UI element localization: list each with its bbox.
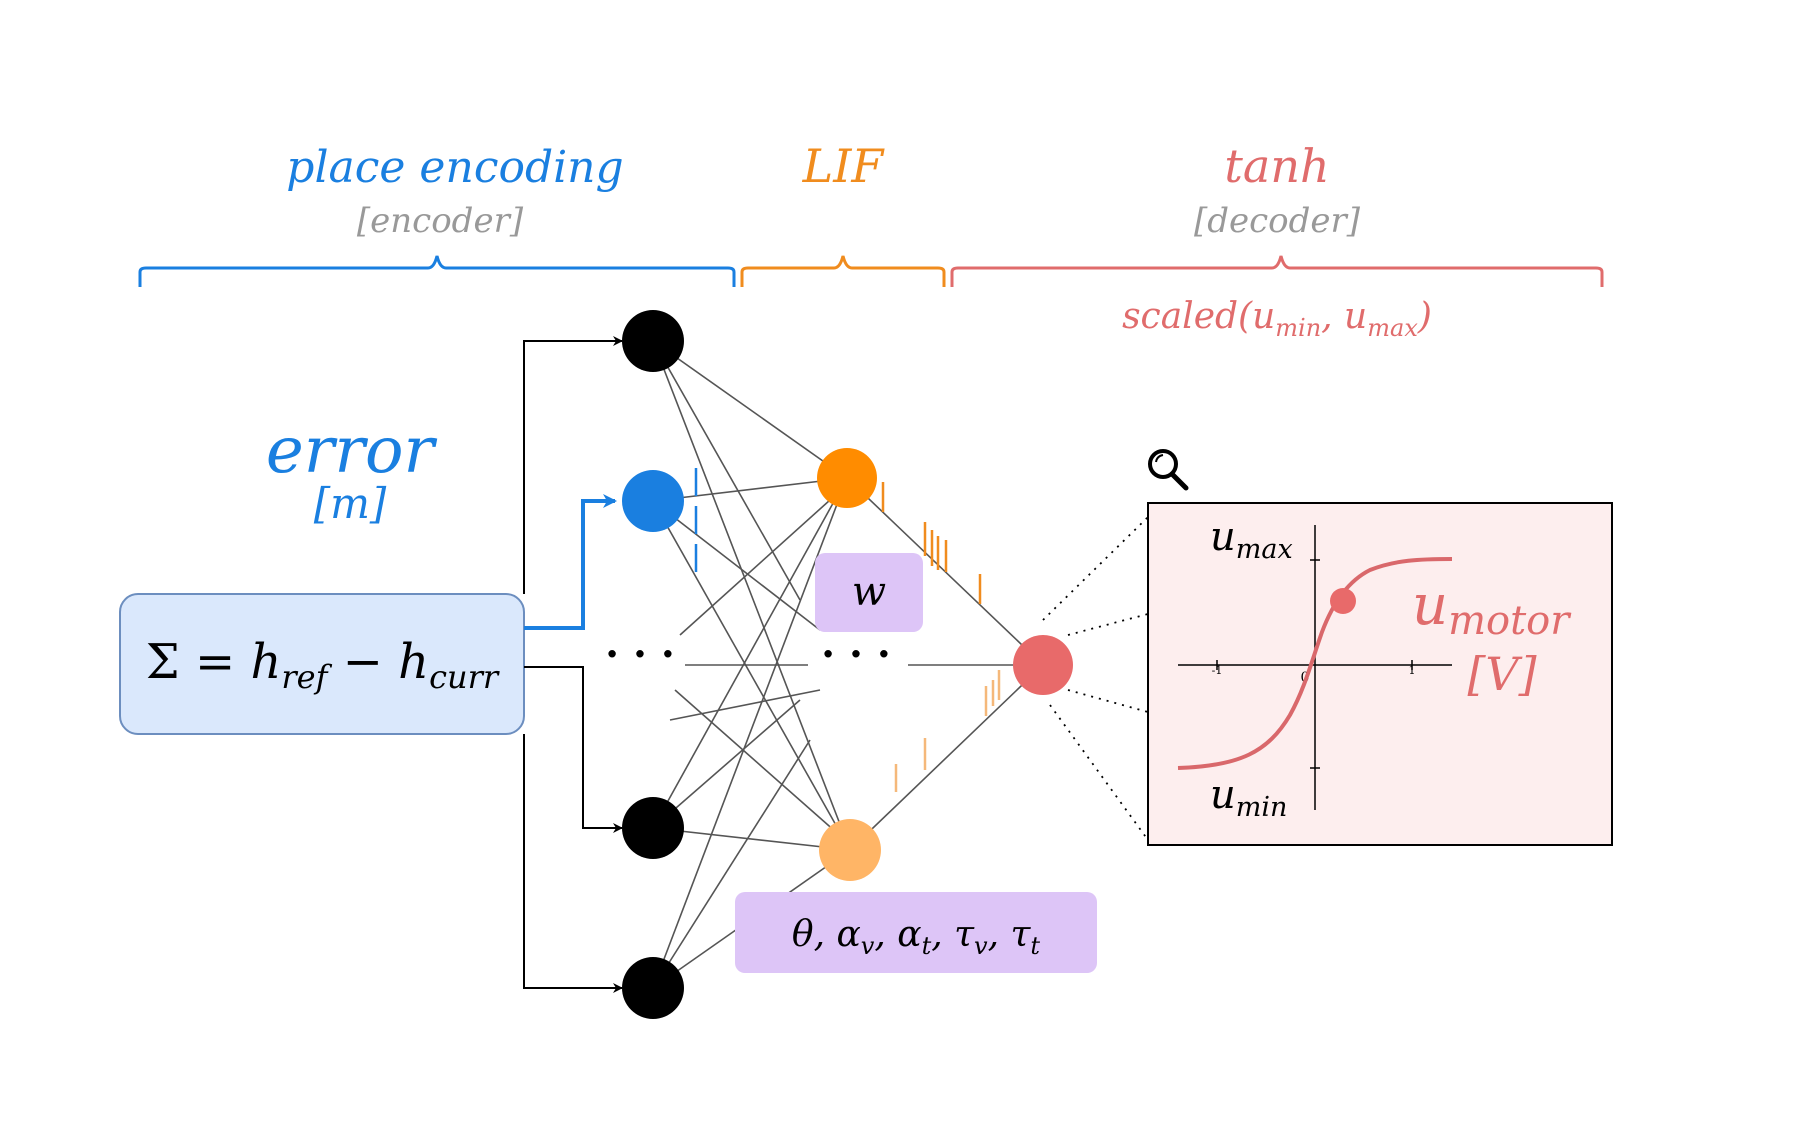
tanh-curve — [1177, 557, 1453, 770]
tanh-plot: -1 1 0 umax umin — [1147, 502, 1613, 846]
edge — [849, 664, 1044, 851]
edge — [652, 340, 851, 851]
edge — [652, 699, 801, 829]
input-connectors — [523, 336, 623, 993]
output-label: umotor — [1412, 573, 1572, 644]
decoder-brace — [950, 255, 1604, 287]
lif-brace — [740, 255, 946, 287]
param-box — [735, 892, 1097, 973]
error-unit: [m] — [314, 479, 387, 528]
error-label: error — [266, 414, 438, 488]
spike-trains — [694, 468, 1001, 792]
edge — [652, 477, 848, 829]
weight-box — [815, 553, 923, 632]
edge — [652, 827, 851, 851]
lif-neuron-2 — [819, 819, 881, 881]
magnifier-handle — [1169, 471, 1189, 491]
encoder-neuron-1 — [622, 310, 684, 372]
encoder-title: place encoding — [286, 142, 623, 193]
input-box — [119, 593, 525, 735]
tick-pos-label: 1 — [1409, 664, 1416, 677]
lif-neuron-1 — [817, 448, 877, 508]
magnifier-icon — [1148, 449, 1189, 491]
decoder-range-label: scaled(umin, umax) — [1122, 296, 1432, 342]
output-neuron — [1013, 635, 1073, 695]
lif-ellipsis: · · · — [821, 631, 891, 678]
output-unit: [V] — [1467, 647, 1536, 701]
input-equation: Σ = href − hcurr — [146, 634, 500, 696]
connector-to-encoder-2 — [524, 494, 617, 630]
decoder-title: tanh — [1224, 139, 1329, 193]
encoder-ellipsis: · · · — [605, 631, 675, 678]
edge — [652, 340, 801, 601]
edge — [652, 500, 821, 631]
lif-layer — [817, 448, 881, 881]
encoder-subtitle: [encoder] — [357, 201, 524, 241]
operating-point — [1330, 588, 1356, 614]
zoom-line — [1049, 704, 1149, 841]
zoom-line — [1067, 613, 1149, 636]
edge — [679, 499, 831, 636]
tick-neg-label: -1 — [1212, 664, 1223, 677]
edge — [652, 477, 848, 989]
u-min-label: umin — [1210, 772, 1287, 823]
magnifier-glint — [1155, 454, 1164, 463]
encoder-neuron-4 — [622, 957, 684, 1019]
edge — [652, 340, 848, 479]
edge — [669, 689, 821, 721]
plot-background — [1147, 502, 1613, 846]
zoom-line — [1067, 689, 1149, 713]
decoder-subtitle: [decoder] — [1194, 201, 1361, 241]
connector-to-encoder-1 — [523, 336, 623, 594]
u-max-label: umax — [1210, 514, 1293, 565]
connector-to-encoder-4 — [523, 734, 623, 993]
param-label: θ, αv, αt, τv, τt — [792, 914, 1040, 960]
network-edges — [652, 340, 1044, 989]
lif-title: LIF — [802, 139, 886, 193]
encoder-brace — [138, 255, 736, 287]
edge — [652, 500, 851, 851]
zoom-line — [1042, 516, 1149, 621]
magnifier-lens — [1148, 449, 1178, 479]
encoder-neuron-active — [622, 470, 684, 532]
encoder-layer — [622, 310, 684, 1019]
connector-to-encoder-3 — [524, 666, 623, 833]
encoder-neuron-3 — [622, 797, 684, 859]
edge — [652, 477, 848, 502]
weight-label: w — [852, 569, 886, 615]
zoom-lines — [1042, 516, 1149, 841]
edge — [652, 739, 811, 989]
edge — [674, 689, 846, 841]
